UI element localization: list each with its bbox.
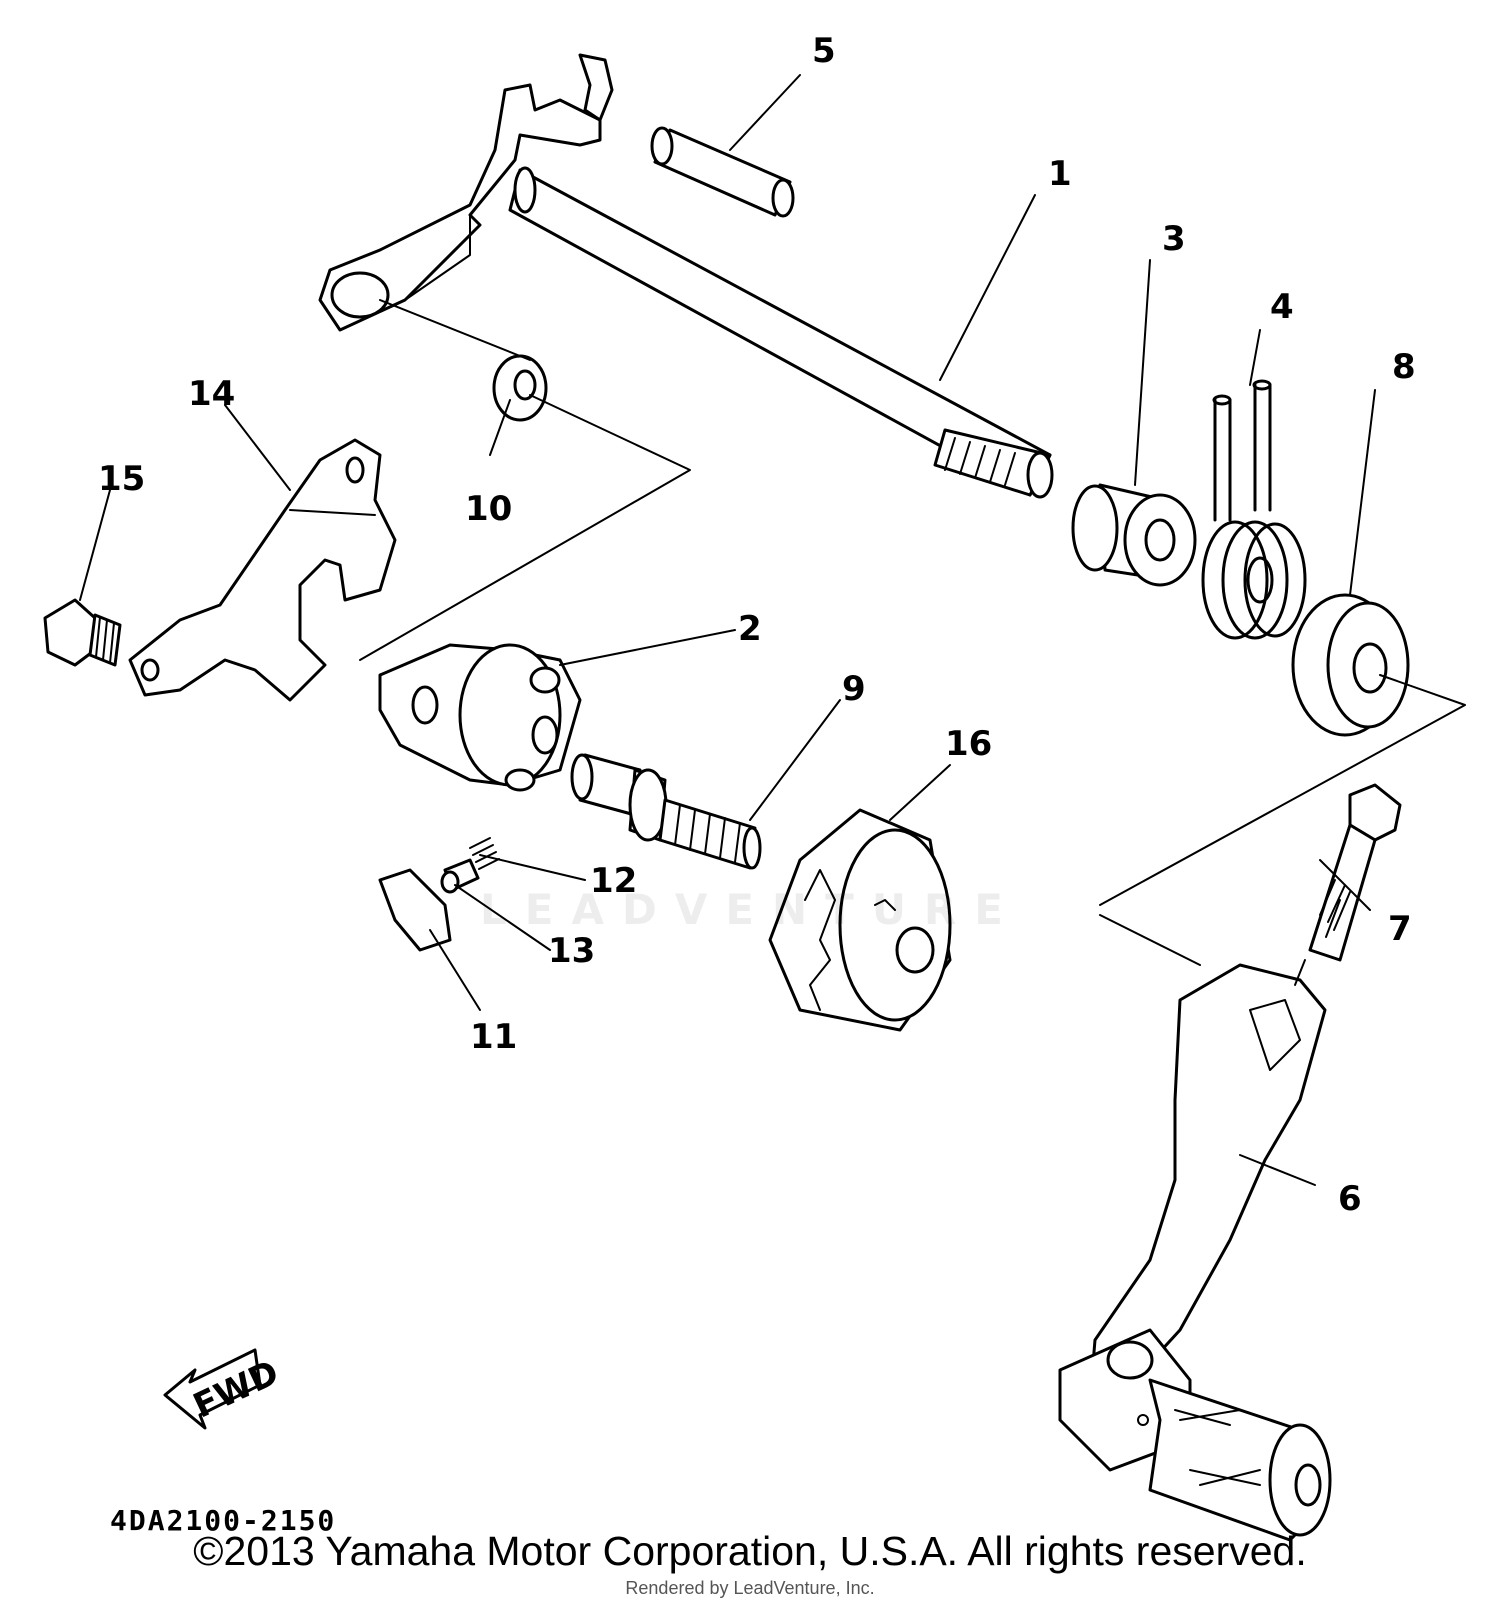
fwd-arrow-icon: FWD [163,1348,285,1430]
label-13: 13 [548,931,595,971]
label-8: 8 [1392,347,1416,387]
label-14: 14 [188,374,235,414]
part-12-spring [469,837,500,870]
label-7: 7 [1388,909,1412,949]
part-11-stopper [378,868,452,952]
part-15-bolt [43,598,122,667]
label-1: 1 [1048,154,1072,194]
part-2-shift-arm [378,643,582,792]
label-4: 4 [1270,287,1294,327]
part-7-bolt [1308,783,1402,962]
label-2: 2 [738,609,762,649]
part-14-stopper-plate [128,438,397,702]
diagram-code: 4DA2100-2150 [110,1504,336,1537]
part-3-collar [1071,483,1197,587]
part-number-labels: 5 1 3 4 8 14 15 10 2 9 16 12 13 11 7 6 [98,31,1416,1219]
part-4-spring [1201,379,1307,640]
label-11: 11 [470,1017,517,1057]
part-16-segment [768,808,952,1032]
part-1-shift-shaft [318,53,1054,499]
part-5-pin [650,126,795,218]
part-8-oil-seal [1291,593,1410,737]
label-3: 3 [1162,219,1186,259]
label-6: 6 [1338,1179,1362,1219]
label-5: 5 [812,31,836,71]
label-15: 15 [98,459,145,499]
leader-lines [79,74,1466,1186]
label-9: 9 [842,669,866,709]
part-13-pin [440,858,480,894]
watermark: LEADVENTURE [480,885,1021,934]
copyright-notice: ©2013 Yamaha Motor Corporation, U.S.A. A… [193,1528,1307,1574]
label-16: 16 [945,724,992,764]
label-12: 12 [590,861,637,901]
part-10-washer [492,354,548,422]
rendered-by-notice: Rendered by LeadVenture, Inc. [625,1578,875,1598]
part-6-shift-pedal [1058,963,1332,1542]
label-10: 10 [465,489,512,529]
part-9-stud-bolt [570,753,762,870]
